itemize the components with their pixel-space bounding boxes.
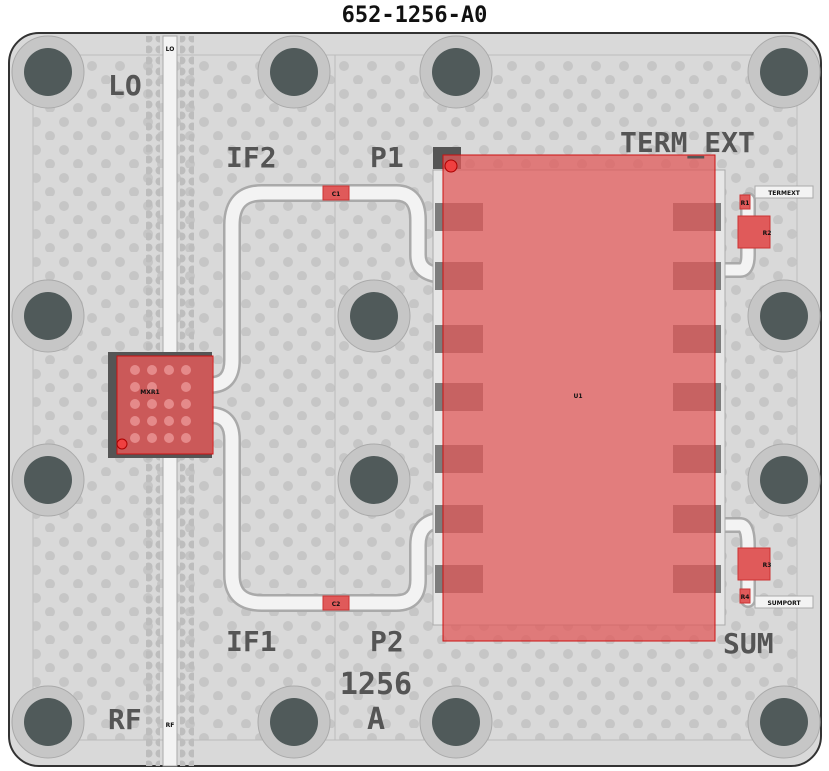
sumport-port-label: SUMPORT	[767, 600, 801, 607]
mounting-holes	[11, 35, 821, 759]
label-rf: RF	[108, 703, 142, 736]
hole-right-upper	[747, 279, 821, 353]
hole-top-right	[747, 35, 821, 109]
hole-bottom-2	[257, 685, 331, 759]
c2-component[interactable]: C2	[322, 595, 350, 611]
r1-refdes: R1	[741, 200, 750, 207]
hole-bottom-3	[419, 685, 493, 759]
r3-component[interactable]: R3	[737, 547, 772, 581]
board-title: 652-1256-A0	[341, 3, 488, 28]
label-p2: P2	[370, 625, 404, 658]
label-p1: P1	[370, 141, 404, 174]
hole-top-3	[419, 35, 493, 109]
rf-pad-refdes: RF	[166, 722, 175, 729]
label-if2: IF2	[226, 141, 277, 174]
mxr1-component[interactable]: MXR1	[108, 352, 214, 458]
r3-refdes: R3	[763, 562, 772, 569]
u1-component[interactable]: U1	[432, 147, 726, 642]
r4-refdes: R4	[741, 594, 750, 601]
c2-refdes: C2	[332, 601, 341, 608]
label-sum: SUM	[723, 627, 774, 660]
hole-left-upper	[11, 279, 85, 353]
r2-refdes: R2	[763, 230, 772, 237]
mxr1-refdes: MXR1	[140, 389, 159, 396]
u1-refdes: U1	[573, 393, 582, 400]
c1-refdes: C1	[332, 191, 341, 198]
r1-component[interactable]: R1	[739, 194, 751, 210]
r2-component[interactable]: R2	[737, 215, 772, 249]
lo-pad-refdes: LO	[166, 46, 175, 53]
hole-top-2	[257, 35, 331, 109]
hole-bottom-left	[11, 685, 85, 759]
label-term-ext: TERM_EXT	[620, 126, 755, 159]
label-lo: LO	[108, 69, 142, 102]
hole-center-upper	[337, 279, 411, 353]
hole-center-lower	[337, 443, 411, 517]
label-if1: IF1	[226, 625, 277, 658]
sumport-port[interactable]: SUMPORT	[754, 595, 814, 609]
hole-bottom-right	[747, 685, 821, 759]
label-revision: A	[367, 702, 385, 737]
c1-component[interactable]: C1	[322, 185, 350, 201]
r4-component[interactable]: R4	[739, 588, 751, 604]
termext-port[interactable]: TERMEXT	[754, 185, 814, 199]
label-part-number: 1256	[340, 667, 412, 702]
termext-port-label: TERMEXT	[768, 190, 801, 197]
hole-left-lower	[11, 443, 85, 517]
hole-top-left	[11, 35, 85, 109]
hole-right-lower	[747, 443, 821, 517]
